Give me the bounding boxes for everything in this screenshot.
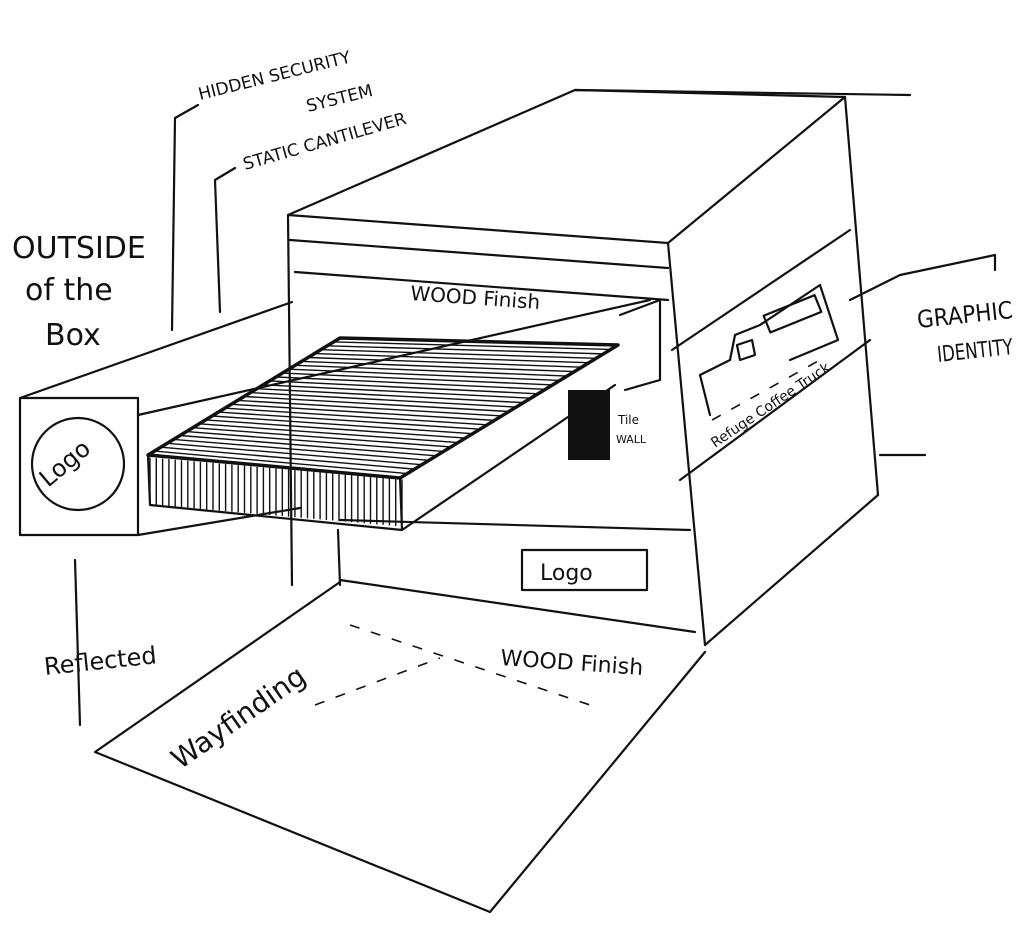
wood-grain-line [262, 384, 532, 399]
logo-circle [30, 416, 126, 512]
wood-grain-line [217, 411, 481, 430]
label-static-cantilever: STATIC CANTILEVER [241, 109, 409, 175]
wood-grain-line [332, 341, 612, 351]
wood-grain-line [294, 364, 568, 377]
wood-grain-line [211, 415, 474, 435]
wood-grain-line [166, 442, 423, 466]
logo-front-text: Logo [540, 561, 593, 586]
wood-grain-line [307, 356, 583, 368]
floor [93, 580, 707, 914]
label-tile-wall-1: Tile [617, 413, 639, 427]
wood-grain-line [300, 360, 576, 373]
wood-grain-line [268, 380, 539, 395]
label-wood-finish-upper: WOOD Finish [410, 281, 541, 314]
wood-grain-line [326, 345, 605, 355]
title-line-3: Box [45, 318, 101, 353]
wood-grain-line [320, 349, 597, 359]
wood-grain-line [179, 434, 438, 457]
wood-grain-line [288, 368, 561, 382]
label-wayfinding: Wayfinding [165, 659, 312, 776]
wood-grain-line [256, 388, 525, 404]
label-tile-wall-2: WALL [616, 433, 647, 446]
wood-grain-line [230, 403, 496, 422]
wood-grain-line [236, 399, 503, 417]
label-wood-finish-floor: WOOD Finish [500, 646, 644, 681]
front-logo-box [520, 548, 649, 592]
wood-grain-line [153, 450, 408, 475]
label-hidden-security-2: SYSTEM [304, 81, 375, 117]
wood-grain-line [192, 427, 452, 448]
wood-grain-line [243, 395, 510, 413]
wood-grain-line [275, 376, 547, 391]
callout-leaders [73, 103, 997, 727]
label-graphic-identity-1: GRAPHIC [916, 296, 1014, 334]
kiosk-box [286, 88, 912, 647]
tile-wall-hatch [568, 390, 610, 460]
wood-tray [146, 336, 620, 532]
wood-grain-line [224, 407, 488, 426]
truck-graphic [698, 283, 840, 421]
logo-cube-text: Logo [34, 434, 96, 492]
wood-grain-line [249, 391, 517, 408]
wood-grain-line [198, 423, 459, 444]
wood-grain-line [185, 430, 445, 453]
wood-grain-line [172, 438, 430, 461]
cantilever-arm [18, 298, 662, 537]
label-reflected: Reflected [43, 641, 158, 681]
wood-grain-line [281, 372, 554, 386]
wood-grain-line [339, 337, 619, 346]
label-truck-text: Refuge Coffee Truck [708, 359, 834, 451]
title-line-1: OUTSIDE [12, 231, 146, 266]
wood-grain-line [147, 454, 401, 479]
wood-grain-line [204, 419, 467, 439]
wood-grain-line [313, 352, 590, 364]
title-line-2: of the [25, 273, 113, 308]
label-graphic-identity-2: IDENTITY [936, 335, 1015, 368]
wood-grain-line [160, 446, 416, 470]
